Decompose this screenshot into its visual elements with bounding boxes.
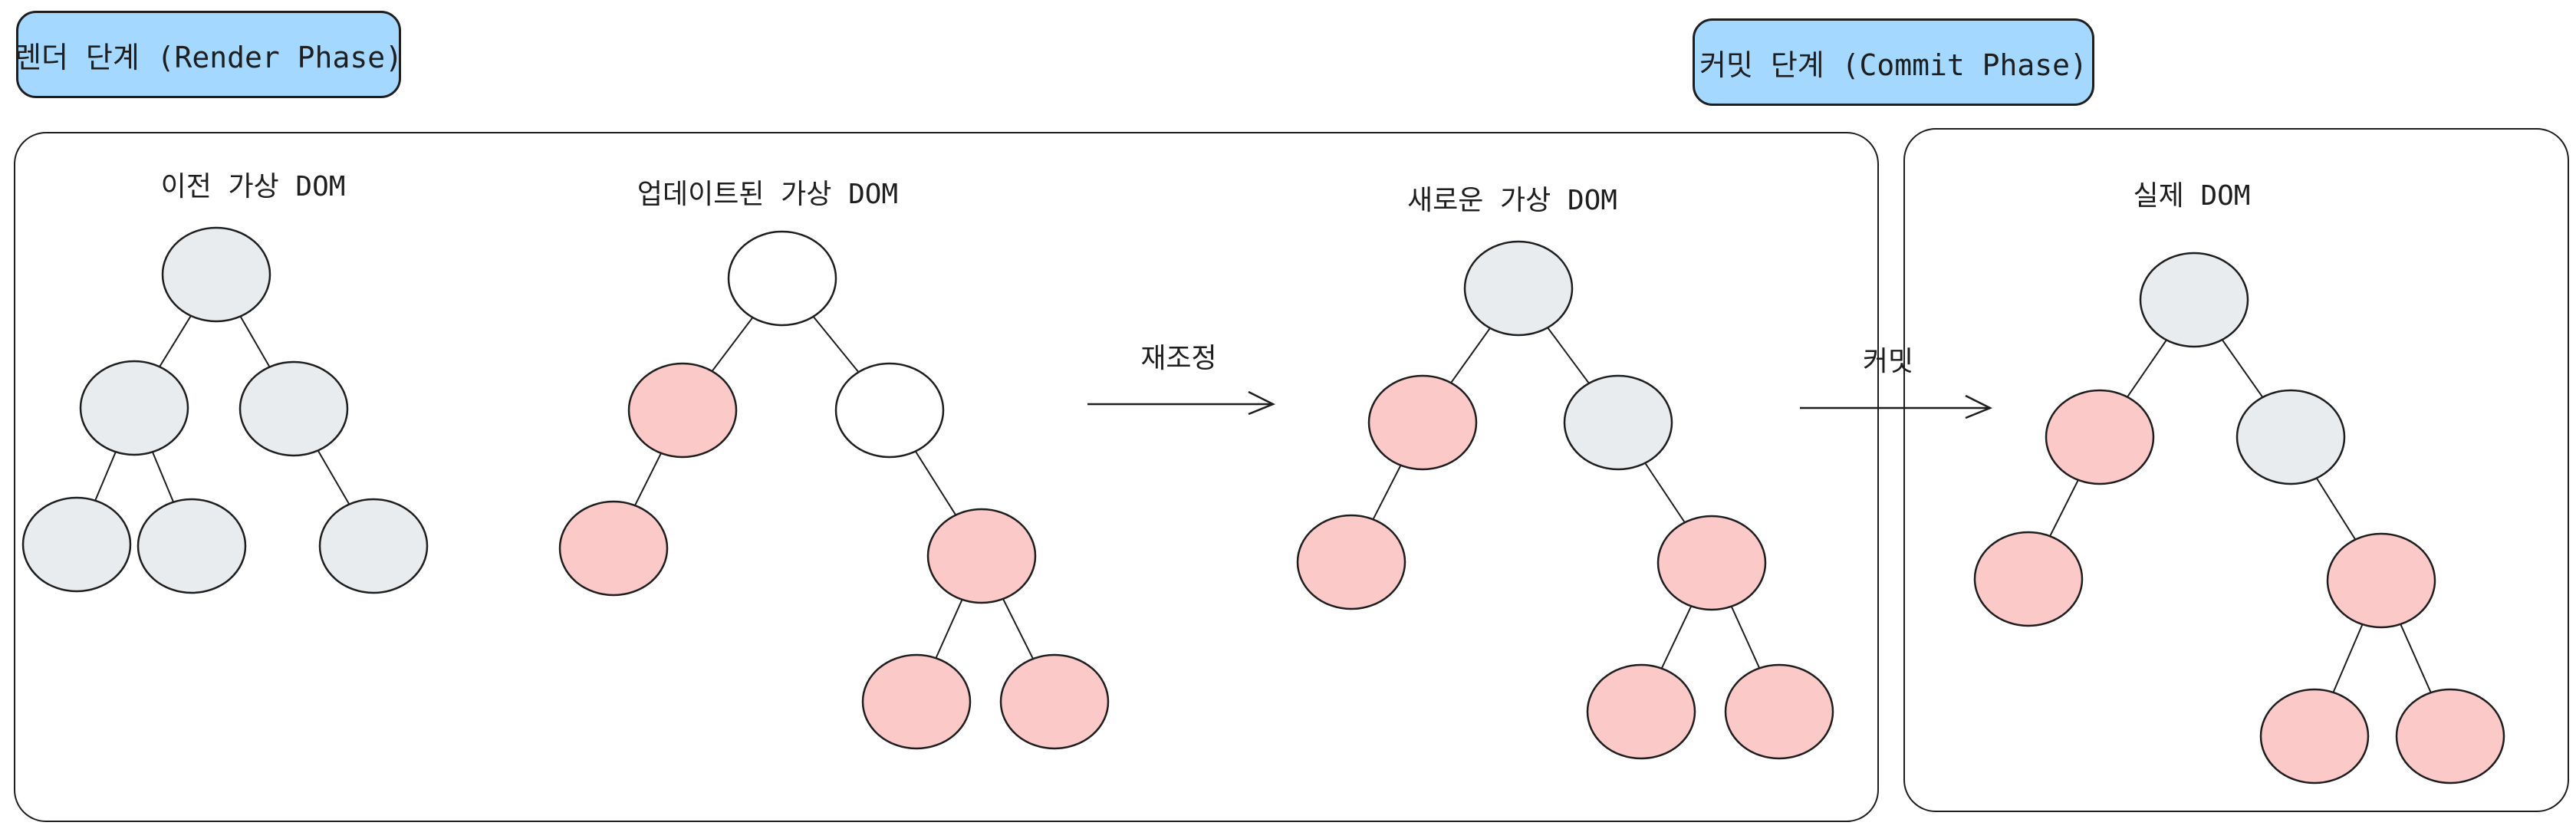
reconcile-arrow-label: 재조정 (1140, 343, 1217, 374)
commit-arrow-label: 커밋 (1862, 346, 1914, 377)
tree-title-real-dom: 실제 DOM (2133, 180, 2251, 212)
commit-phase-badge-text: 커밋 단계 (Commit Phase) (1699, 48, 2087, 82)
render-phase-badge-text: 렌더 단계 (Render Phase) (15, 40, 403, 74)
render-phase-badge: 렌더 단계 (Render Phase) (15, 11, 403, 98)
render-phase-container (14, 132, 1879, 822)
tree-title-updated-virtual-dom: 업데이트된 가상 DOM (637, 179, 899, 210)
tree-title-new-virtual-dom: 새로운 가상 DOM (1407, 185, 1617, 216)
tree-title-previous-virtual-dom: 이전 가상 DOM (160, 171, 346, 202)
commit-phase-container (1903, 128, 2569, 812)
commit-phase-badge: 커밋 단계 (Commit Phase) (1693, 18, 2094, 106)
